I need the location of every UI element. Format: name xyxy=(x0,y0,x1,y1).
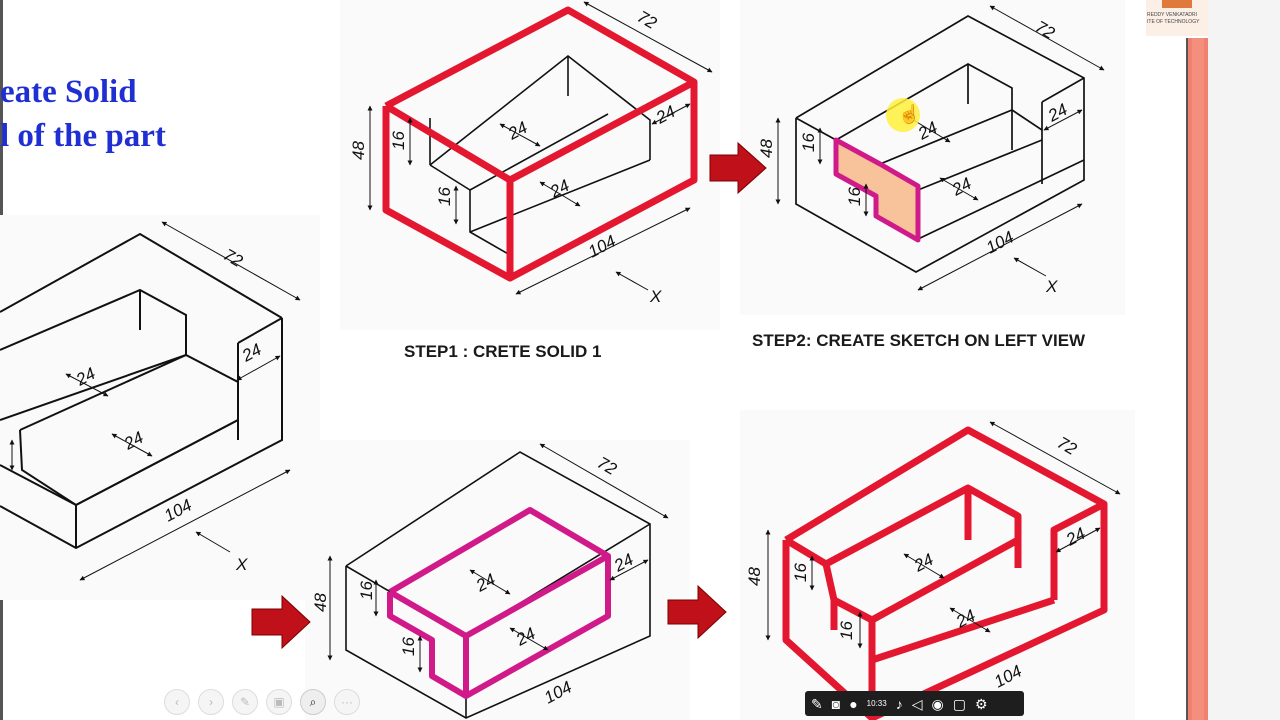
step2-dim-24a: 24 xyxy=(1044,100,1071,126)
step1-caption: STEP1 : CRETE SOLID 1 xyxy=(404,342,602,361)
arrow-to-step3 xyxy=(251,594,311,650)
step1-dim-lines xyxy=(367,1,713,295)
step1-part-drawing xyxy=(429,54,651,256)
logo-text: REDDY VENKATADRI ITE OF TECHNOLOGY xyxy=(1147,12,1207,26)
step1-dim-16b: 16 xyxy=(435,187,454,206)
slides-icon[interactable]: ▣ xyxy=(266,689,292,715)
orig-dim-24c: 24 xyxy=(120,428,147,454)
step3-dim-24c: 24 xyxy=(512,624,539,650)
step3-dim-48: 48 xyxy=(311,593,330,612)
screen-recorder-toolbar: ✎ ◙ ● 10:33 ♪ ◁ ◉ ▢ ⚙ xyxy=(805,691,1024,716)
step4-dim-24b: 24 xyxy=(910,550,937,576)
arrow-to-step4 xyxy=(667,584,727,640)
step2-dim-16a: 16 xyxy=(799,133,818,152)
step4-final-solid xyxy=(782,426,1108,720)
step3-sketch-profile xyxy=(387,507,611,699)
step2-dim-72: 72 xyxy=(1032,17,1058,43)
gear-icon[interactable]: ⚙ xyxy=(974,695,988,712)
camera-icon[interactable]: ◙ xyxy=(831,695,841,712)
slide-title-line1: eate Solid xyxy=(0,74,137,110)
zoom-icon[interactable]: ⌕ xyxy=(300,689,326,715)
mic-icon[interactable]: ♪ xyxy=(895,695,903,712)
step4-dim-16b: 16 xyxy=(837,621,856,640)
pointer-highlight xyxy=(886,98,920,132)
recording-time: 10:33 xyxy=(866,699,887,708)
prev-icon[interactable]: ‹ xyxy=(164,689,190,715)
pen-icon[interactable]: ✎ xyxy=(232,689,258,715)
arrow-step1-to-step2 xyxy=(709,141,767,195)
step1-solid-box xyxy=(382,6,698,282)
step3-dim-lines xyxy=(327,443,669,673)
step2-axis-x: X xyxy=(1045,277,1058,296)
step1-dim-24b: 24 xyxy=(504,118,531,144)
step1-dim-16a: 16 xyxy=(389,131,408,150)
step2-sketch-region xyxy=(833,137,921,243)
step2-dim-lines xyxy=(775,5,1105,291)
logo-text-line2: ITE OF TECHNOLOGY xyxy=(1147,19,1200,25)
step4-dim-48: 48 xyxy=(745,567,764,586)
record-icon[interactable]: ● xyxy=(849,695,858,712)
orig-axis-x: X xyxy=(235,555,248,574)
more-icon[interactable]: ··· xyxy=(334,689,360,715)
logo-text-line1: REDDY VENKATADRI xyxy=(1147,12,1198,18)
slide-title-line2: l of the part xyxy=(0,118,166,154)
step3-dim-24a: 24 xyxy=(610,550,637,576)
hand-cursor-icon: ☝ xyxy=(898,104,921,124)
window-right-margin xyxy=(1208,0,1280,720)
step4-dim-104: 104 xyxy=(991,661,1025,691)
step3-dim-16b: 16 xyxy=(399,637,418,656)
window-icon[interactable]: ▢ xyxy=(952,695,966,712)
speaker-icon[interactable]: ◁ xyxy=(911,695,923,712)
original-part-drawing xyxy=(0,232,283,550)
step1-dim-24c: 24 xyxy=(546,176,573,202)
step2-dim-48: 48 xyxy=(757,139,776,158)
slide-side-decoration xyxy=(1186,38,1210,720)
step4-dim-72: 72 xyxy=(1054,433,1080,459)
step3-dim-72: 72 xyxy=(594,453,620,479)
step3-dim-16a: 16 xyxy=(357,581,376,600)
logo-emblem xyxy=(1162,0,1192,8)
slideshow-toolbar: ‹ › ✎ ▣ ⌕ ··· xyxy=(164,689,360,715)
orig-dim-24a: 24 xyxy=(238,340,265,366)
step4-dim-16a: 16 xyxy=(791,563,810,582)
pencil-icon[interactable]: ✎ xyxy=(811,695,823,712)
next-icon[interactable]: › xyxy=(198,689,224,715)
step1-axis-x: X xyxy=(649,287,662,306)
step1-dim-72: 72 xyxy=(634,7,660,33)
step2-caption: STEP2: CREATE SKETCH ON LEFT VIEW xyxy=(752,331,1086,350)
step2-dim-16b: 16 xyxy=(845,187,864,206)
webcam-icon[interactable]: ◉ xyxy=(931,695,944,712)
step4-dim-lines xyxy=(765,421,1121,649)
step1-dim-48: 48 xyxy=(349,141,368,160)
original-part-dim-lines xyxy=(9,221,301,581)
